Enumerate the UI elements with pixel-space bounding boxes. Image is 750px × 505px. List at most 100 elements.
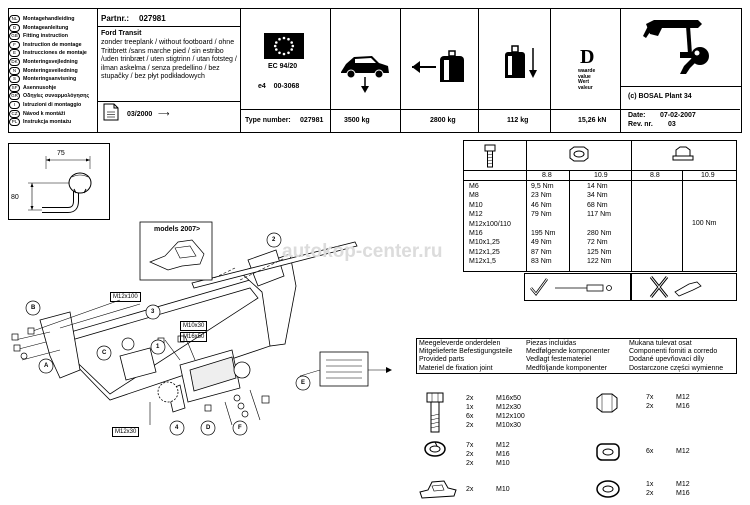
parts-heading-box [416,338,737,374]
torque-value-109: 122 Nm [587,258,612,266]
callout-2: 2 [272,237,276,243]
bolt-label-m16x50: M16x50 [180,332,208,342]
parts-heading-text: Piezas incluidas [526,340,577,347]
nut-part-icon [596,393,618,413]
bolt-qty: 2x [466,422,474,429]
nut-qty: 7x [646,394,654,401]
correct-method-box [524,273,631,301]
grade-88-b: 8.8 [650,172,660,179]
vertical-load-icon [505,45,537,78]
date-range: 03/2000 [127,111,153,118]
spring-washer-size: M16 [496,451,510,458]
nut-icon [569,146,589,162]
eu-flag-icon [264,33,304,59]
bolt-size: M10x30 [496,422,521,429]
parts-heading-text: Medföljande komponenter [526,364,607,372]
spring-washer-size: M12 [496,442,510,449]
max-vertical-load: 112 kg [507,117,529,124]
nut-size: M12 [676,394,690,401]
parts-heading-text: Provided parts [419,356,465,364]
torque-value-109: 68 Nm [587,201,608,209]
callout-b: B [31,305,36,311]
trailer-weight-icon [412,50,464,82]
spring-washer-qty: 2x [466,451,474,458]
plate-qty: 6x [646,448,654,455]
clamp-qty: 2x [466,486,474,493]
language-code: SF [9,83,20,92]
torque-value-88: 49 Nm [531,239,552,247]
nut-size: M16 [676,403,690,410]
parts-heading-text: Dodané upevňovací díly [629,356,705,364]
assembly-diagram [11,221,392,436]
max-vehicle-mass: 3500 kg [344,117,370,124]
dimension-height: 80 [11,194,19,201]
torque-size: M10x1,25 [469,239,500,247]
language-code: PL [9,118,20,127]
language-code: GR [9,92,20,101]
grade-109-a: 10.9 [594,172,608,179]
language-code: I [9,101,20,110]
bolt-qty: 2x [466,395,474,402]
bolt-qty: 1x [466,404,474,411]
flat-washer-qty: 1x [646,481,654,488]
spring-washer-qty: 2x [466,460,474,467]
nut-torque-value: 100 Nm [692,220,717,227]
type-number: 027981 [300,117,324,124]
language-label: Instrucciones de montaje [23,50,87,57]
torque-size: M12x1,5 [469,258,496,266]
d-value-caption: waarde value Wert valeur [578,68,596,91]
torque-value-88: 79 Nm [531,211,552,219]
torque-row: M12 79 Nm 117 Nm [463,211,737,219]
towbar-dimension-sketch [28,156,92,213]
language-code: D [9,23,20,32]
bolt-size: M12x100 [496,413,525,420]
bolt-label-m10x30: M10x30 [180,321,208,331]
rev-label: Rev. nr. [628,121,653,128]
watermark: autokop-center.ru [282,241,443,262]
torque-value-109: 117 Nm [587,211,611,219]
grade-109-b: 10.9 [701,172,715,179]
grade-88-a: 8.8 [542,172,552,179]
language-code: F [9,40,20,49]
language-code: GB [9,32,20,41]
torque-size: M8 [469,192,479,200]
language-label: Monteringsvejledning [23,59,78,66]
incorrect-method-box [631,273,737,301]
torque-value-109: 280 Nm [587,230,612,237]
callout-4: 4 [175,425,179,431]
callout-a: A [44,363,49,369]
flat-washer-size: M16 [676,490,690,497]
parts-heading-text: Mitgelieferte Befestigungsteile [419,348,513,356]
bolt-part-icon [426,392,444,433]
torque-size: M16 [469,230,483,237]
torque-size: M12 [469,211,483,219]
language-label: Montagehandleiding [23,16,75,23]
language-label: Montageanleitung [23,24,69,31]
rev-value: 03 [668,121,676,128]
spring-washer-qty: 7x [466,442,474,449]
dimension-width: 75 [57,150,65,157]
torque-row: M12x100/110 [463,221,737,229]
callout-f: F [238,425,242,431]
language-label: Fitting instruction [23,33,69,40]
torque-value-109: 34 Nm [587,192,608,200]
torque-size: M12x1,25 [469,248,500,256]
clamp-size: M10 [496,486,510,493]
language-code: N [9,66,20,75]
